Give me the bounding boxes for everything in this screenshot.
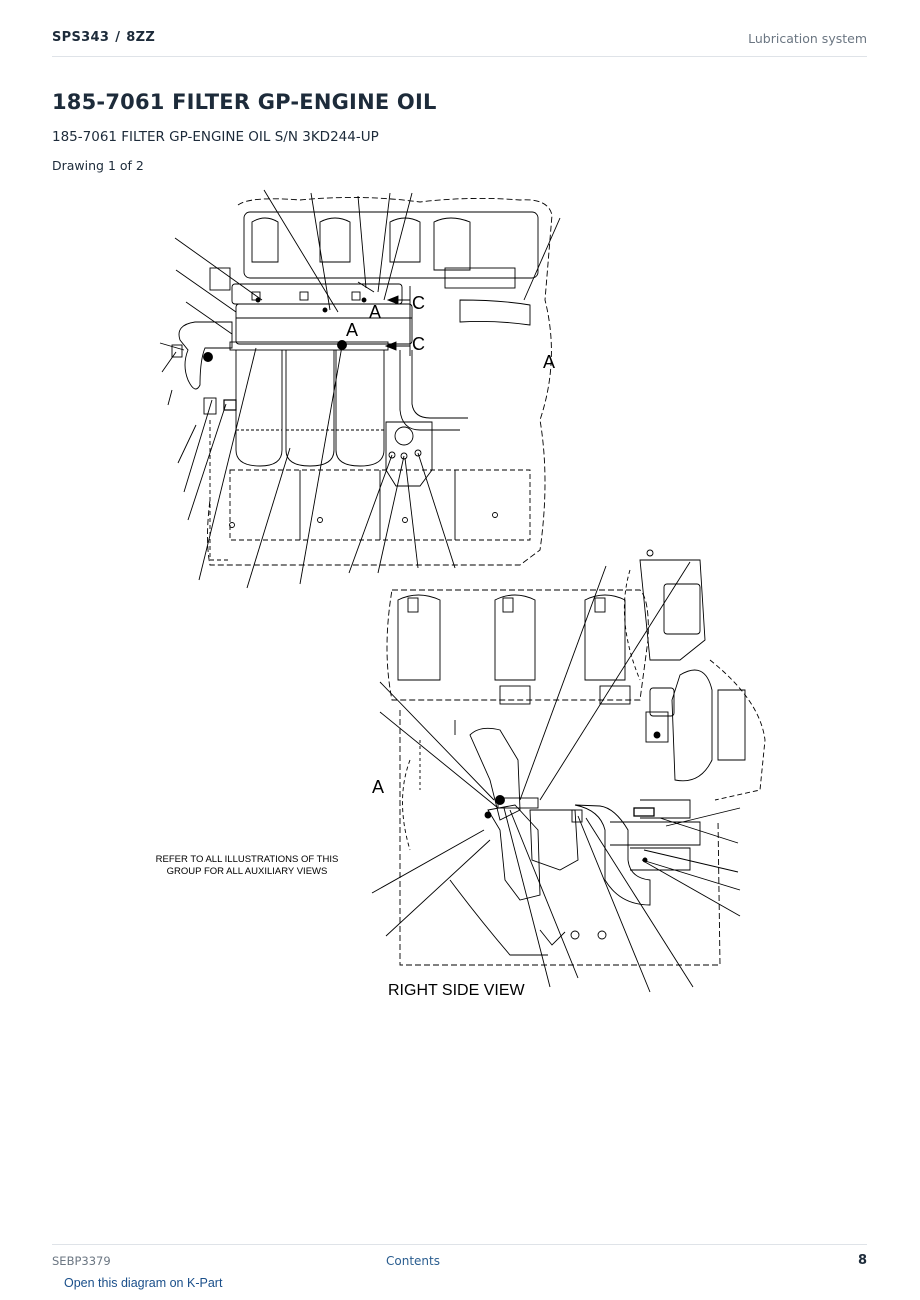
document-number: SEBP3379 — [52, 1254, 111, 1268]
page-footer: SEBP3379 Contents 8 — [52, 1244, 867, 1275]
page-subtitle: 185-7061 FILTER GP-ENGINE OIL S/N 3KD244… — [52, 129, 379, 145]
doc-code: SPS343 — [52, 30, 110, 45]
callout-a-side-view: A — [372, 777, 384, 797]
page-header: SPS343 / 8ZZ Lubrication system — [52, 28, 867, 57]
page-number: 8 — [857, 1253, 867, 1268]
top-view-drawing — [159, 189, 561, 589]
page-title: 185-7061 FILTER GP-ENGINE OIL — [52, 90, 437, 114]
right-side-view-drawing — [371, 549, 766, 993]
drawing-index: Drawing 1 of 2 — [52, 158, 144, 173]
view-label: RIGHT SIDE VIEW — [388, 982, 526, 999]
serial-prefix: 8ZZ — [126, 30, 156, 45]
doc-separator: / — [115, 30, 121, 45]
auxiliary-note-line1: REFER TO ALL ILLUSTRATIONS OF THIS — [156, 854, 339, 865]
callout-a-right: A — [543, 352, 555, 372]
open-k-part-link[interactable]: Open this diagram on K-Part — [64, 1276, 223, 1290]
callout-c-lower: C — [412, 334, 425, 354]
section-name: Lubrication system — [748, 31, 867, 46]
auxiliary-note-line2: GROUP FOR ALL AUXILIARY VIEWS — [167, 866, 328, 877]
callout-a-filter: A — [346, 320, 358, 340]
contents-link[interactable]: Contents — [386, 1254, 440, 1268]
callout-a-upper: A — [369, 302, 381, 322]
callout-c-upper: C — [412, 293, 425, 313]
doc-identifier: SPS343 / 8ZZ — [52, 30, 155, 45]
